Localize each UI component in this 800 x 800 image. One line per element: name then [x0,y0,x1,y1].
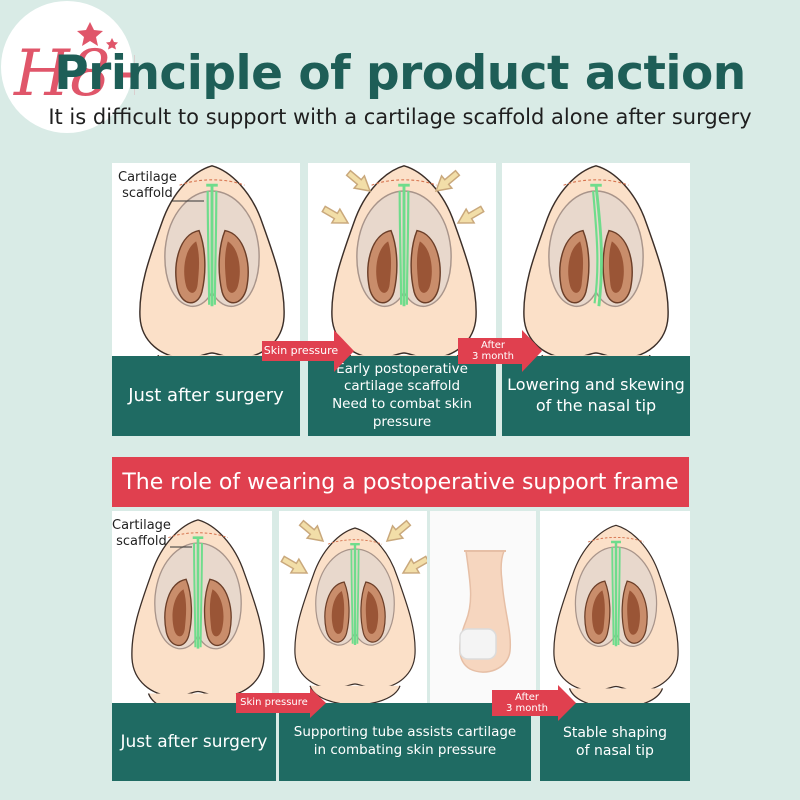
bottom-panel-support-frame-illustration [430,511,536,703]
page-title: Principle of product action [54,46,746,101]
cartilage-scaffold-callout-bottom: Cartilage scaffold [112,518,171,550]
top-panel-lowering-skewing [502,163,690,358]
bottom-panel-stable-shaping [540,511,690,703]
top-panel-just-after-surgery [112,163,300,358]
pressure-arrow-icon [295,516,329,548]
pressure-arrow-icon [381,516,415,548]
support-frame-banner: The role of wearing a postoperative supp… [112,457,689,507]
pressure-arrow-icon [279,551,312,581]
pressure-arrow-icon [398,551,427,581]
page-subtitle: It is difficult to support with a cartil… [48,105,752,129]
top-label-just-after-surgery: Just after surgery [112,356,300,436]
bottom-label-supporting-tube: Supporting tube assists cartilage in com… [279,703,531,781]
bottom-panel-just-after-surgery [112,511,272,703]
top-label-lowering-skewing: Lowering and skewing of the nasal tip [502,356,690,436]
top-skin-pressure-arrow: Skin pressure [262,330,354,372]
bottom-panel-supporting-tube [279,511,427,703]
star-icon [106,38,118,50]
top-label-early-postoperative: Early postoperative cartilage scaffold N… [308,356,496,436]
pressure-arrow-icon [453,201,487,231]
cartilage-scaffold-callout: Cartilage scaffold [118,170,177,202]
star-icon [77,22,103,46]
bottom-label-just-after-surgery: Just after surgery [112,703,276,781]
top-panel-early-postoperative [308,163,496,358]
pressure-arrow-icon [319,201,353,231]
bottom-label-stable-shaping: Stable shaping of nasal tip [540,703,690,781]
bottom-skin-pressure-arrow: Skin pressure [236,688,326,718]
